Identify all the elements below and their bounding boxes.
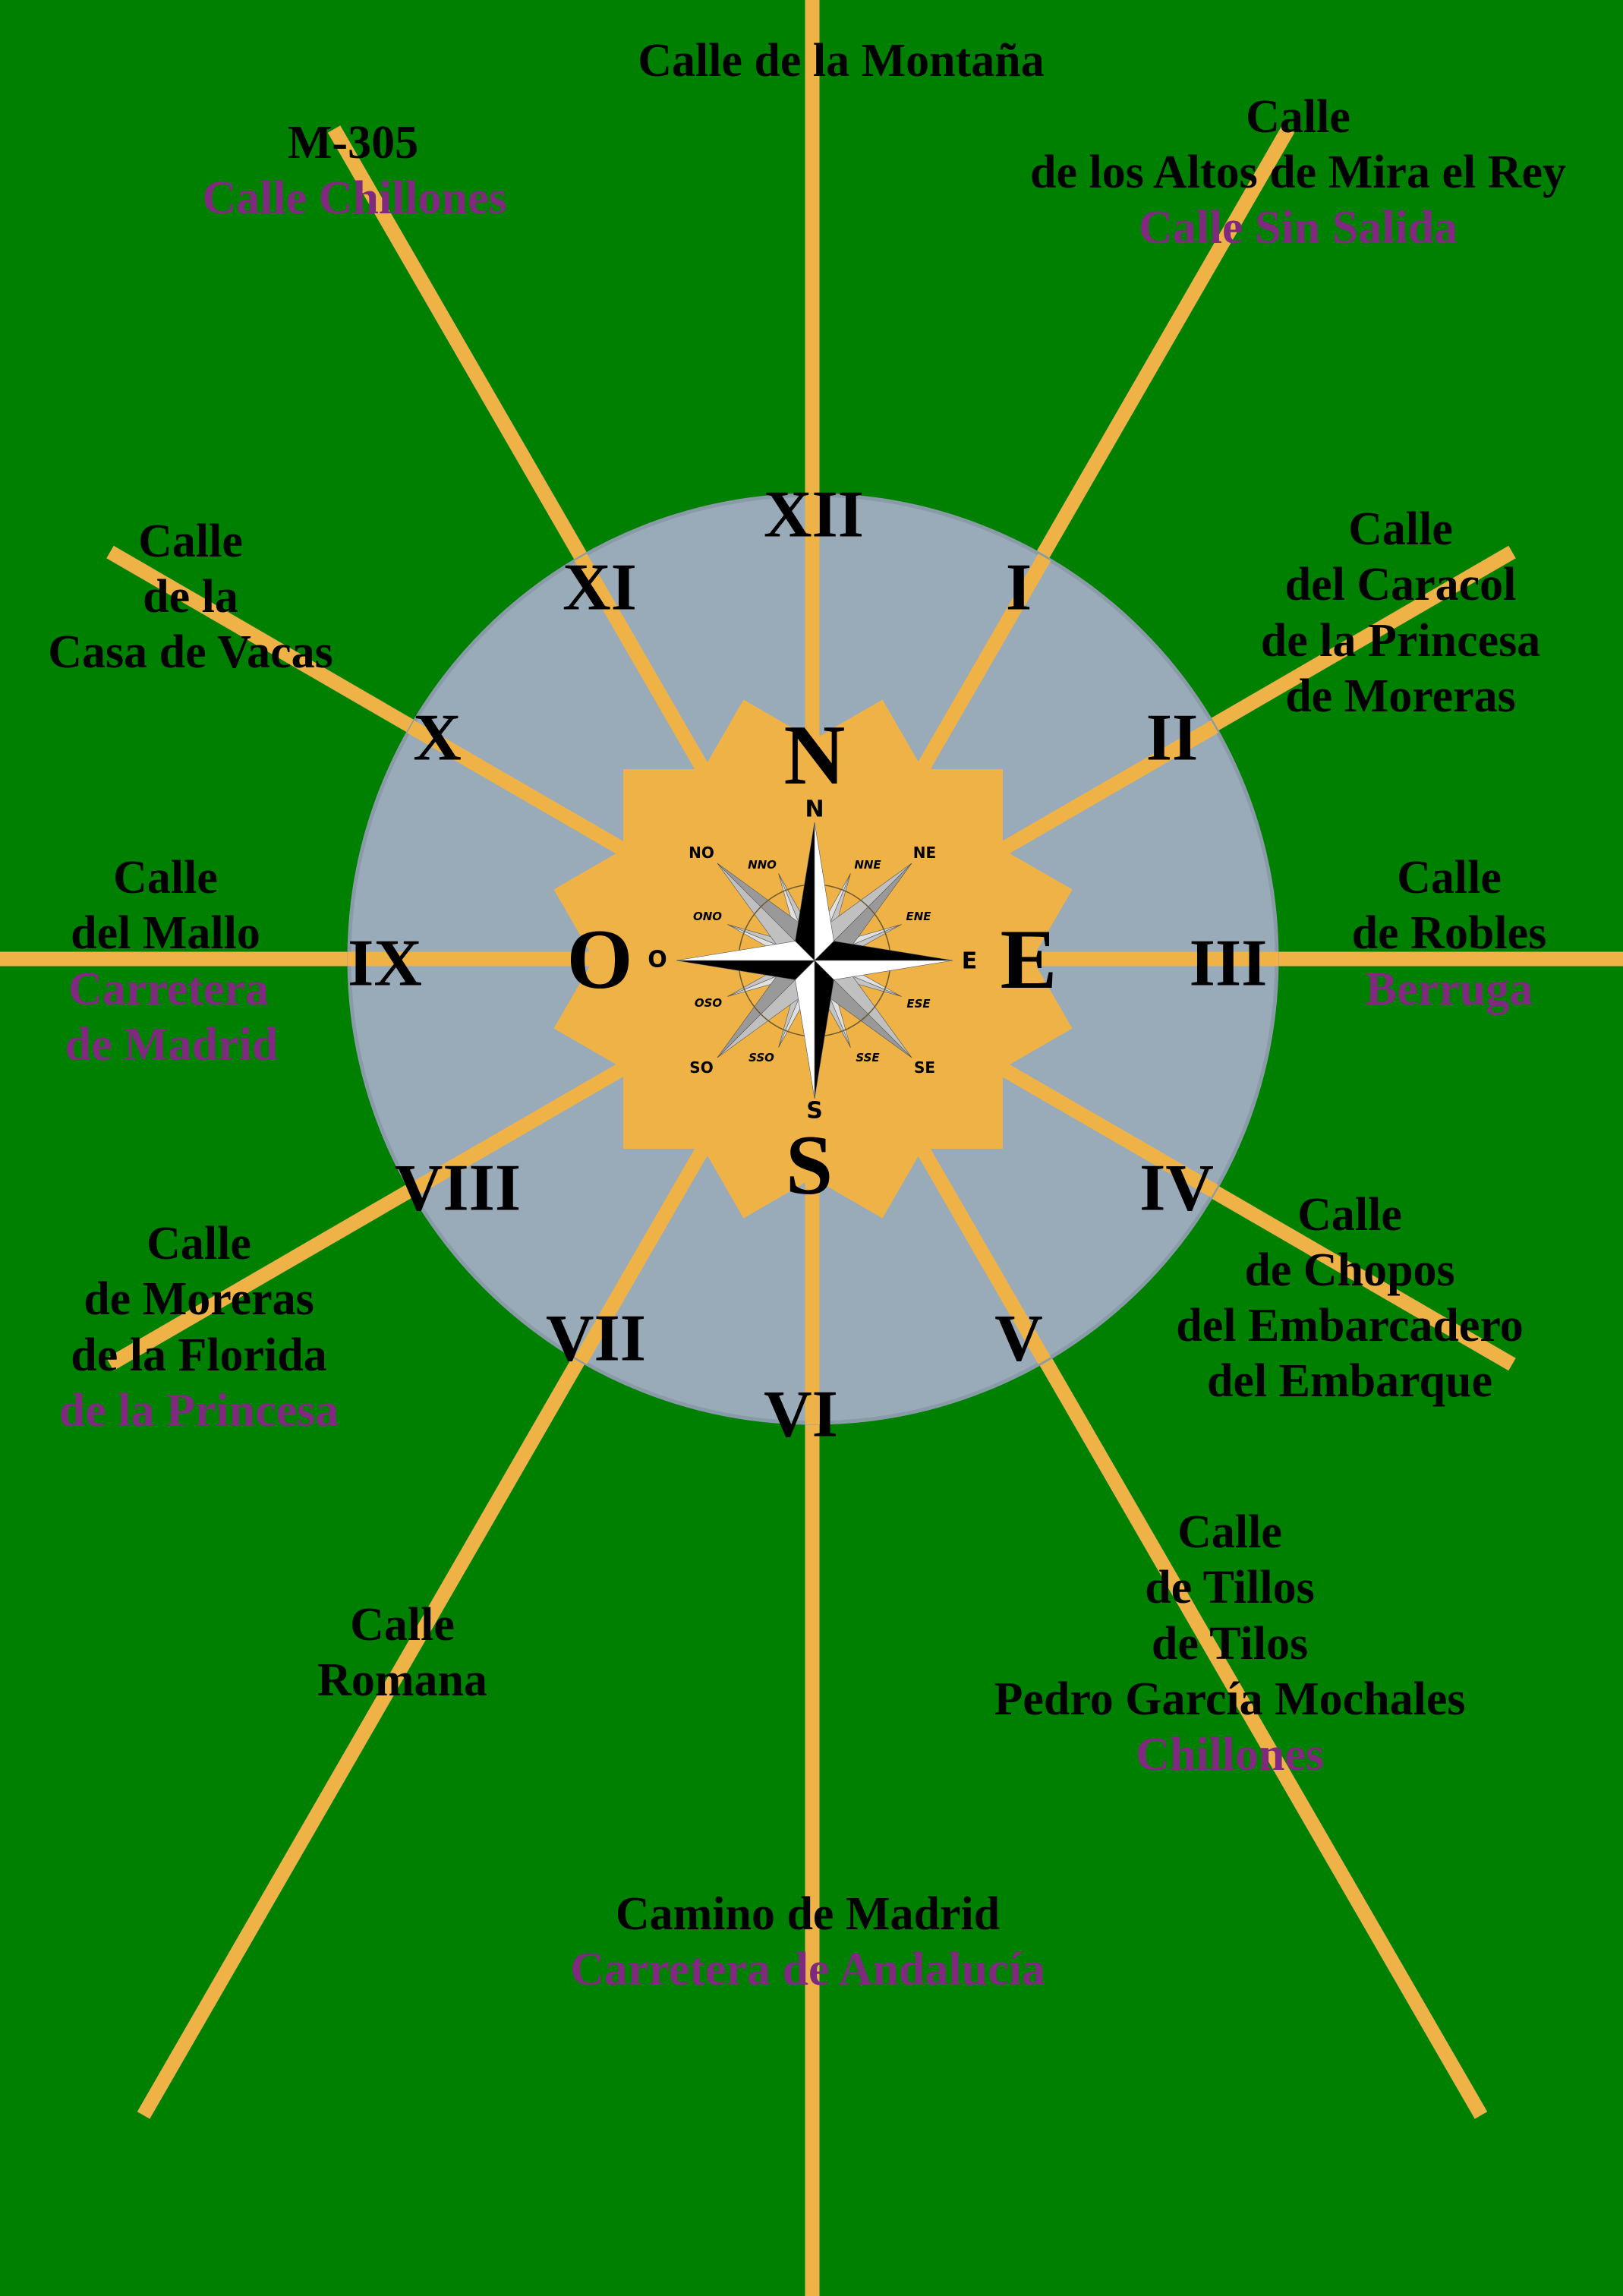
street-name: Calle bbox=[1297, 1189, 1402, 1241]
street-label-east: Calle de Robles Berruga bbox=[1352, 852, 1547, 1015]
secondary-nno: NNO bbox=[748, 858, 777, 872]
street-name: del Embarque bbox=[1207, 1355, 1492, 1407]
street-alt-name: de la Princesa bbox=[59, 1385, 339, 1437]
street-name: Romana bbox=[317, 1654, 487, 1706]
street-name: Calle bbox=[1397, 852, 1502, 904]
cardinal-e-large: E bbox=[1001, 913, 1057, 1007]
street-label-nne: Calle de los Altos de Mira el Rey Calle … bbox=[1030, 91, 1566, 254]
street-label-sse: Calle de Tillos de Tilos Pedro García Mo… bbox=[994, 1506, 1465, 1780]
street-label-nnw: M-305 Calle Chillones bbox=[202, 117, 506, 224]
street-name: Camino de Madrid bbox=[616, 1888, 1000, 1940]
hour-vii: VII bbox=[546, 1302, 646, 1376]
street-name: Calle bbox=[1348, 503, 1453, 555]
hour-xi: XI bbox=[563, 551, 637, 625]
hour-ii: II bbox=[1146, 702, 1199, 775]
street-alt-name: Calle Sin Salida bbox=[1139, 202, 1458, 254]
cardinal-w-large: O bbox=[566, 913, 632, 1007]
street-alt-name: Chillones bbox=[1136, 1729, 1324, 1780]
street-name: Calle bbox=[1246, 91, 1350, 143]
street-alt-name: de Madrid bbox=[65, 1019, 279, 1071]
street-name: de Chopos bbox=[1244, 1244, 1454, 1296]
cardinal-n-large: N bbox=[784, 708, 846, 803]
street-name: de la bbox=[143, 571, 238, 623]
street-label-ene: Calle del Caracol de la Princesa de More… bbox=[1261, 503, 1541, 722]
street-name: Calle bbox=[113, 852, 218, 904]
street-name: Calle bbox=[147, 1218, 251, 1269]
street-name: Calle bbox=[138, 516, 243, 567]
street-label-wsw: Calle de Moreras de la Florida de la Pri… bbox=[59, 1218, 339, 1437]
street-label-ssw: Calle Romana bbox=[317, 1599, 487, 1706]
street-label-ese: Calle de Chopos del Embarcadero del Emba… bbox=[1176, 1189, 1524, 1407]
secondary-ono: ONO bbox=[693, 910, 722, 923]
street-name: Calle bbox=[1177, 1506, 1282, 1558]
street-alt-name: Carretera bbox=[68, 964, 269, 1015]
intercardinal-se: SE bbox=[914, 1058, 935, 1077]
cardinal-s-large: S bbox=[786, 1118, 833, 1213]
hour-viii: VIII bbox=[395, 1152, 521, 1225]
street-name: de Robles bbox=[1352, 907, 1547, 959]
hour-vi: VI bbox=[764, 1378, 838, 1452]
street-name: del Caracol bbox=[1285, 559, 1517, 610]
street-name: de Tillos bbox=[1145, 1562, 1314, 1613]
intercardinal-sw: SO bbox=[689, 1058, 713, 1077]
secondary-ene: ENE bbox=[906, 910, 931, 923]
cardinal-e-small: E bbox=[962, 948, 978, 975]
street-alt-name: Berruga bbox=[1366, 964, 1533, 1015]
secondary-nne: NNE bbox=[854, 858, 881, 872]
street-name: de los Altos de Mira el Rey bbox=[1030, 147, 1566, 198]
hour-v: V bbox=[994, 1302, 1043, 1376]
street-name: Calle de la Montaña bbox=[638, 35, 1045, 87]
compass-rose bbox=[676, 822, 953, 1099]
street-name: Calle bbox=[350, 1599, 455, 1651]
street-name: de la Princesa bbox=[1261, 615, 1541, 667]
street-label-south: Camino de Madrid Carretera de Andalucía bbox=[570, 1888, 1045, 1995]
cardinal-n-small: N bbox=[805, 796, 824, 823]
intercardinal-ne: NE bbox=[913, 844, 936, 862]
street-name: Pedro García Mochales bbox=[994, 1673, 1465, 1725]
street-label-wnw: Calle de la Casa de Vacas bbox=[48, 516, 333, 678]
hour-iv: IV bbox=[1139, 1152, 1214, 1225]
street-name: de la Florida bbox=[71, 1329, 327, 1381]
street-name: M-305 bbox=[288, 117, 418, 169]
street-name: del Mallo bbox=[71, 907, 260, 959]
hour-i: I bbox=[1006, 551, 1032, 625]
rose-point-cardinal-right bbox=[676, 941, 815, 961]
hour-ix: IX bbox=[348, 927, 422, 1001]
secondary-oso: OSO bbox=[695, 996, 723, 1010]
street-name: Casa de Vacas bbox=[48, 626, 333, 678]
hour-iii: III bbox=[1190, 927, 1268, 1001]
street-label-west: Calle del Mallo Carretera de Madrid bbox=[65, 852, 279, 1071]
street-name: de Moreras bbox=[84, 1273, 314, 1325]
street-name: de Moreras bbox=[1285, 670, 1516, 722]
street-alt-name: Calle Chillones bbox=[202, 172, 506, 224]
intercardinal-nw: NO bbox=[689, 844, 714, 862]
hour-xii: XII bbox=[764, 478, 864, 552]
street-alt-name: Carretera de Andalucía bbox=[570, 1944, 1045, 1995]
street-label-north: Calle de la Montaña bbox=[638, 35, 1045, 87]
cardinal-s-small: S bbox=[806, 1098, 823, 1124]
street-name: del Embarcadero bbox=[1176, 1300, 1524, 1351]
secondary-sso: SSO bbox=[748, 1051, 774, 1064]
street-name: de Tilos bbox=[1152, 1618, 1308, 1670]
hour-x: X bbox=[413, 702, 462, 775]
secondary-ese: ESE bbox=[906, 997, 931, 1011]
cardinal-w-small: O bbox=[648, 947, 667, 973]
secondary-sse: SSE bbox=[856, 1051, 880, 1064]
